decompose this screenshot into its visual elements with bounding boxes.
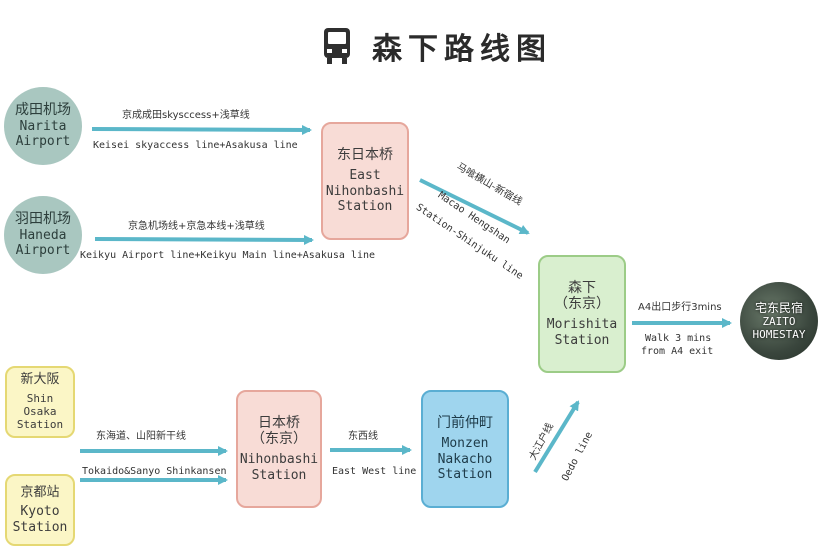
arrow-haneda-to-east-nihonbashi [94, 234, 314, 245]
bus-icon [324, 28, 350, 64]
walk-route-zh-label: A4出口步行3mins [638, 302, 722, 313]
shin-osaka-en-label: Shin Osaka [23, 392, 57, 419]
nihonbashi-zh-sub-label: （东京） [251, 431, 307, 448]
shinkansen-route-en-label: Tokaido&Sanyo Shinkansen [82, 466, 227, 477]
monzen-nakacho-station-node: 门前仲町 Monzen Nakacho Station [421, 390, 509, 508]
east-nihonbashi-station-node: 东日本桥 East Nihonbashi Station [321, 122, 409, 240]
arrow-narita-to-east-nihonbashi [91, 124, 312, 135]
kyoto-zh-label: 京都站 [20, 484, 60, 500]
haneda-en-label: Haneda [19, 227, 67, 243]
kyoto-en-label: Kyoto [20, 504, 60, 520]
narita-zh-label: 成田机场 [15, 102, 71, 118]
kyoto-station-node: 京都站 Kyoto Station [5, 474, 75, 546]
east-nihonbashi-en-label-3: Station [337, 199, 393, 215]
nihonbashi-zh-label: 日本桥 [258, 414, 300, 431]
narita-airport-node: 成田机场 Narita Airport [4, 87, 82, 165]
kyoto-en-label-2: Station [12, 519, 68, 535]
hotel-en-label-2: HOMESTAY [752, 328, 806, 342]
haneda-route-zh-label: 京急机场线+京急本线+浅草线 [128, 221, 265, 232]
haneda-airport-node: 羽田机场 Haneda Airport [4, 196, 82, 274]
map-header: 森下路线图 [322, 24, 552, 68]
walk-route-en-label-2: from A4 exit [641, 346, 714, 357]
narita-en-label: Narita [19, 118, 67, 134]
east-nihonbashi-en-label: East [349, 168, 381, 183]
shin-osaka-zh-label: 新大阪 [20, 372, 60, 388]
tozai-route-en-label: East West line [332, 466, 417, 477]
morishita-station-node: 森下 （东京） Morishita Station [538, 255, 626, 373]
morishita-en-label-2: Station [554, 332, 610, 348]
morishita-en-label: Morishita [546, 317, 618, 333]
hotel-zh-label: 宅东民宿 [754, 300, 803, 315]
tozai-route-zh-label: 东西线 [348, 431, 378, 442]
narita-en-label-2: Airport [15, 134, 71, 150]
east-nihonbashi-zh-label: 东日本桥 [337, 147, 393, 164]
monzen-zh-label: 门前仲町 [437, 415, 493, 432]
zaito-homestay-node: 宅东民宿 ZAITO HOMESTAY [740, 282, 818, 360]
haneda-route-en-label: Keikyu Airport line+Keikyu Main line+Asa… [80, 250, 376, 261]
monzen-en-label-2: Nakacho [437, 451, 493, 467]
morishita-zh-label: 森下 [568, 279, 596, 296]
page-title: 森下路线图 [372, 32, 552, 67]
shin-osaka-station-node: 新大阪 Shin Osaka Station [5, 366, 75, 438]
east-nihonbashi-en-label-2: Nihonbashi [325, 183, 405, 199]
morishita-zh-sub-label: （东京） [554, 296, 610, 313]
shinkansen-route-zh-label: 东海道、山阳新干线 [96, 431, 186, 442]
nihonbashi-en-label: Nihonbashi [239, 452, 319, 468]
arrow-east-nihonbashi-to-morishita [419, 178, 530, 235]
monzen-en-label: Monzen [441, 436, 489, 451]
walk-route-en-label: Walk 3 mins [645, 333, 712, 344]
monzen-en-label-3: Station [437, 467, 493, 483]
nihonbashi-station-node: 日本桥 （东京） Nihonbashi Station [236, 390, 322, 508]
narita-route-zh-label: 京成成田skysccess+浅草线 [122, 110, 250, 121]
arrow-monzen-to-morishita [533, 400, 580, 474]
narita-route-en-label: Keisei skyaccess line+Asakusa line [93, 140, 298, 151]
shin-osaka-en-label-2: Station [16, 418, 64, 432]
nihonbashi-en-label-2: Station [251, 467, 307, 483]
hotel-en-label: ZAITO [762, 315, 796, 328]
haneda-zh-label: 羽田机场 [15, 211, 71, 227]
haneda-en-label-2: Airport [15, 243, 71, 259]
